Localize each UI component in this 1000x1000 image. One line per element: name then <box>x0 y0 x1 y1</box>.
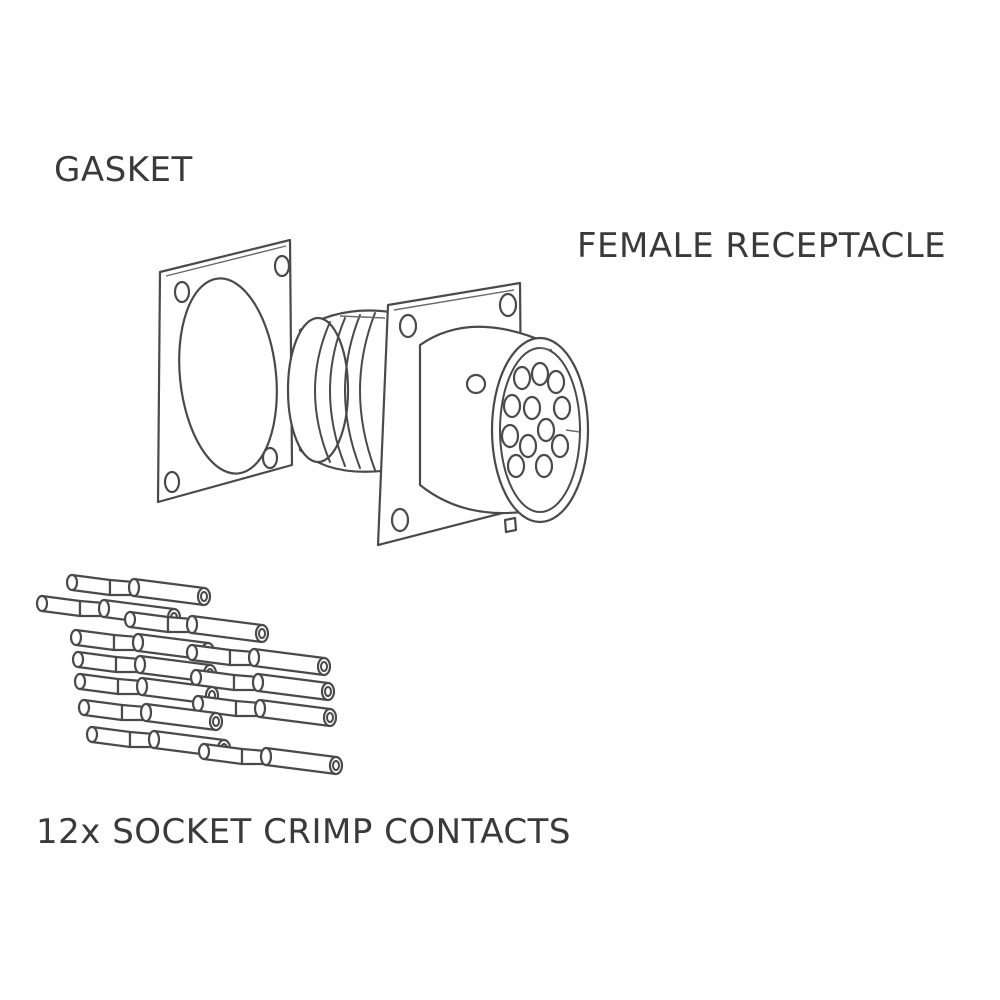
receptacle-drawing <box>286 281 590 547</box>
receptacle-label: FEMALE RECEPTACLE <box>577 226 947 266</box>
crimp-contacts-drawing <box>35 573 344 776</box>
gasket-drawing <box>156 238 294 504</box>
contacts-label: 12x SOCKET CRIMP CONTACTS <box>36 812 571 852</box>
gasket-label: GASKET <box>54 150 193 190</box>
